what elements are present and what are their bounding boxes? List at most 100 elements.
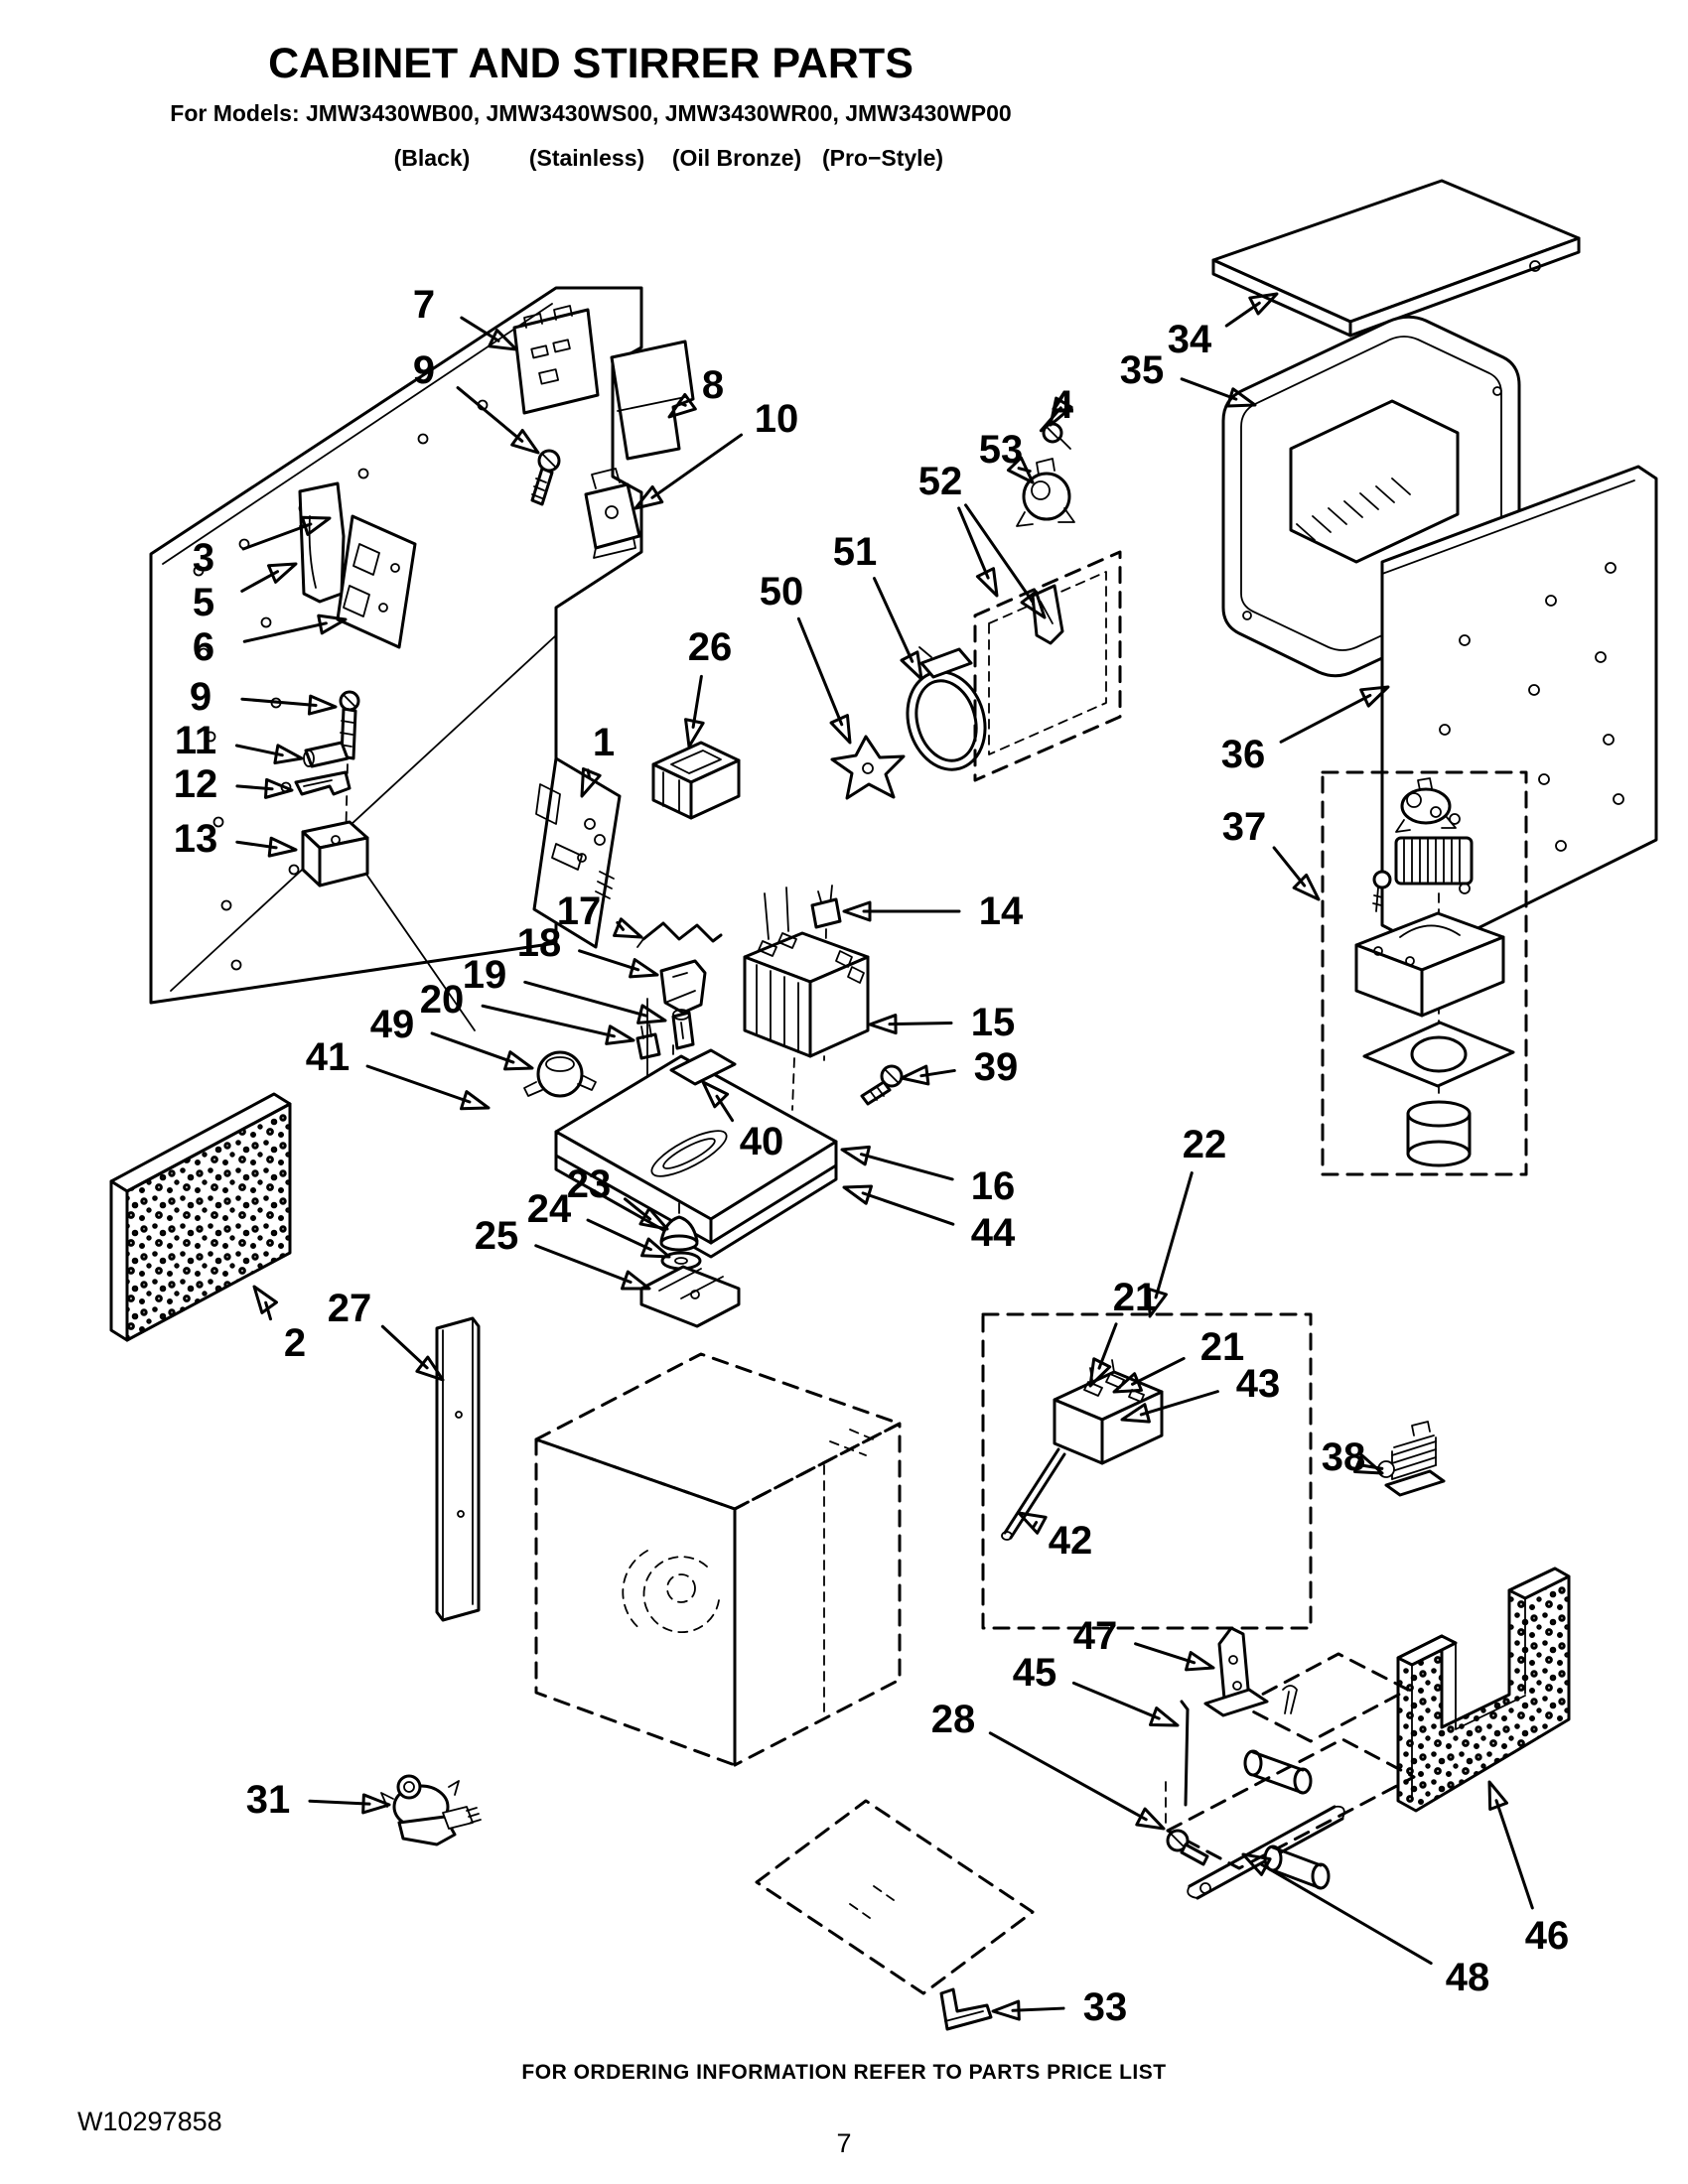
callout-arrow [242,621,328,643]
callout-42-43: 42 [1017,1511,1092,1563]
callout-15-29: 15 [868,1001,1015,1044]
callout-arrow [861,1191,955,1226]
callout-arrowhead [1185,1651,1215,1672]
callout-arrowhead [502,1050,534,1071]
callout-28-48: 28 [931,1698,1166,1831]
callout-arrowhead [667,392,697,419]
part-thermostat [523,1050,597,1098]
callout-number-21: 21 [1200,1325,1245,1369]
callout-arrowhead [273,744,304,765]
callout-number-24: 24 [527,1187,572,1231]
callout-arrow [1279,693,1372,744]
part-mounting-assembly [1165,1626,1416,1900]
callout-number-13: 13 [174,817,218,861]
callout-8-2: 8 [667,363,724,419]
callout-number-9: 9 [190,675,211,719]
callout-arrowhead [1006,456,1035,484]
callout-number-14: 14 [979,889,1024,933]
callout-arrowhead [842,900,872,922]
part-lamp-bulb [671,1009,695,1050]
callout-number-37: 37 [1222,805,1267,849]
part-top-cover [1211,179,1581,338]
callout-arrow [1097,1322,1118,1370]
callout-arrowhead [1353,1453,1384,1475]
callout-arrowhead [975,567,999,598]
callout-13-10: 13 [174,817,298,861]
callout-arrow [1130,1356,1186,1386]
part-blower-assembly [1321,770,1528,1176]
callout-24-35: 24 [527,1187,671,1259]
callout-arrowhead [1020,590,1047,619]
callout-arrowhead [620,1270,651,1291]
part-screw-lower [339,690,360,847]
part-fuse [303,741,350,768]
part-screw-top [530,449,561,506]
callout-number-6: 6 [193,625,214,669]
callout-arrowhead [1088,1357,1112,1388]
callout-arrow [1011,2006,1065,2012]
callout-21-41: 21 [1112,1325,1245,1394]
callout-arrowhead [317,614,348,635]
callout-arrow [1494,1799,1534,1910]
callout-arrow [650,433,744,499]
callout-4-17: 4 [1039,383,1074,433]
callout-arrow [957,506,990,580]
callout-11-8: 11 [175,719,304,765]
callout-arrow [380,1324,429,1370]
callout-arrow [1272,846,1307,887]
callout-49-26: 49 [370,1003,534,1071]
part-trim-strip [435,1316,481,1622]
callout-47-46: 47 [1073,1614,1215,1672]
callout-53-16: 53 [979,428,1035,484]
callout-number-35: 35 [1120,348,1165,392]
callout-arrow [1361,1463,1384,1470]
callout-arrow [1154,1171,1194,1299]
callout-arrowhead [640,1237,671,1259]
callout-number-43: 43 [1236,1362,1281,1406]
callout-39-30: 39 [900,1045,1018,1089]
part-fuse-clip [294,770,352,796]
callout-3-4: 3 [193,515,332,580]
finish-stainless: (Stainless) [528,145,645,171]
page-title: CABINET AND STIRRER PARTS [268,40,914,87]
part-foot-cone [659,1202,699,1252]
callout-number-40: 40 [740,1120,784,1163]
callout-7-0: 7 [413,283,518,351]
part-magnetron-cap [651,741,741,820]
callout-number-53: 53 [979,428,1024,472]
callout-number-16: 16 [971,1164,1016,1208]
callout-arrowhead [1292,873,1321,901]
callout-arrowhead [361,1793,391,1815]
callout-arrow [456,386,524,443]
part-thermostat-wire [636,921,723,948]
callout-number-49: 49 [370,1003,415,1046]
callout-43-42: 43 [1120,1362,1281,1424]
callout-arrowhead [840,1145,871,1166]
callout-arrow [859,1153,954,1181]
callout-number-25: 25 [475,1214,519,1258]
callout-number-36: 36 [1221,733,1266,776]
callout-arrowhead [605,1024,635,1045]
part-lamp-socket [635,1024,661,1060]
callout-arrowhead [1226,387,1257,408]
part-fan-motor [380,1774,482,1846]
callout-arrowhead [1148,1706,1180,1727]
finish-black: (Black) [393,145,471,171]
callout-arrow [308,1799,371,1806]
callout-22-37: 22 [1147,1123,1227,1318]
callout-arrowhead [1487,1780,1509,1812]
part-air-duct [1396,1567,1571,1813]
part-floor-clip [939,1987,993,2031]
callout-number-41: 41 [306,1035,351,1079]
callout-arrow [1134,1642,1196,1665]
callout-9-7: 9 [190,675,338,719]
callout-arrow [240,697,318,708]
callout-number-51: 51 [833,530,878,574]
callout-arrow [578,949,640,972]
callout-46-49: 46 [1487,1780,1569,1958]
callout-36-20: 36 [1221,685,1390,776]
callout-arrowhead [638,1206,669,1231]
callout-number-22: 22 [1183,1123,1227,1166]
